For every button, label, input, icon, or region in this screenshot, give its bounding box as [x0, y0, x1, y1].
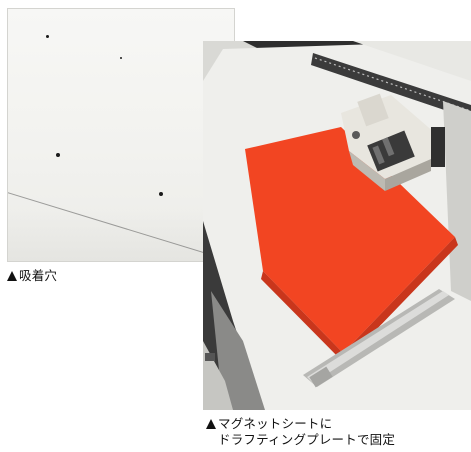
suction-holes-photo — [7, 8, 235, 262]
plate-clip — [309, 366, 333, 388]
suction-hole — [56, 153, 60, 157]
plotter-photo — [203, 41, 471, 410]
magnet-sheet-edge — [261, 237, 458, 363]
top-panel — [353, 41, 471, 81]
caption-right-line1: マグネットシートに — [218, 416, 333, 431]
plotter-head — [341, 93, 445, 191]
board-shadow — [8, 209, 234, 261]
rail — [311, 53, 471, 119]
suction-hole — [159, 192, 163, 196]
triangle-marker-icon — [7, 271, 17, 281]
magnet-sheet — [245, 127, 455, 353]
suction-hole — [46, 35, 49, 38]
bed-edge — [203, 221, 263, 410]
panel-display — [205, 353, 215, 361]
plotter-illustration — [203, 41, 471, 410]
drafting-plate-highlight — [307, 291, 449, 383]
caption-right-line2: ドラフティングプレートで固定 — [218, 432, 396, 447]
caption-suction-holes: 吸着穴 — [7, 268, 57, 284]
caption-left-text: 吸着穴 — [19, 268, 58, 283]
triangle-marker-icon — [206, 419, 216, 429]
suction-hole — [120, 57, 122, 59]
caption-magnet-sheet: マグネットシートに ドラフティングプレートで固定 — [206, 416, 395, 448]
